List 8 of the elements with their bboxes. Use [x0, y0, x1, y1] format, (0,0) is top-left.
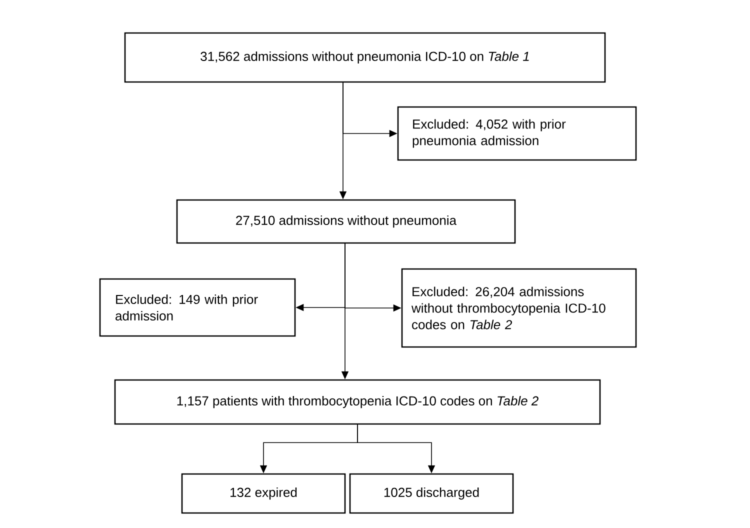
process-box: 132 expired [181, 473, 346, 514]
exclusion-box: Excluded: 26,204 admissions without thrombocytopenia ICD-10 codes on Table 2 [401, 268, 637, 348]
process-box: 27,510 admissions without pneumonia [176, 199, 516, 244]
process-box: 1025 discharged [349, 473, 514, 514]
exclusion-box: Excluded: 4,052 with prior pneumonia admission [397, 106, 637, 161]
process-box: 1,157 patients with thrombocytopenia ICD-10 codes on Table 2 [114, 379, 601, 425]
process-box: 31,562 admissions without pneumonia ICD-10 on Table 1 [124, 32, 606, 83]
exclusion-box: Excluded: 149 with prior admission [99, 278, 296, 337]
